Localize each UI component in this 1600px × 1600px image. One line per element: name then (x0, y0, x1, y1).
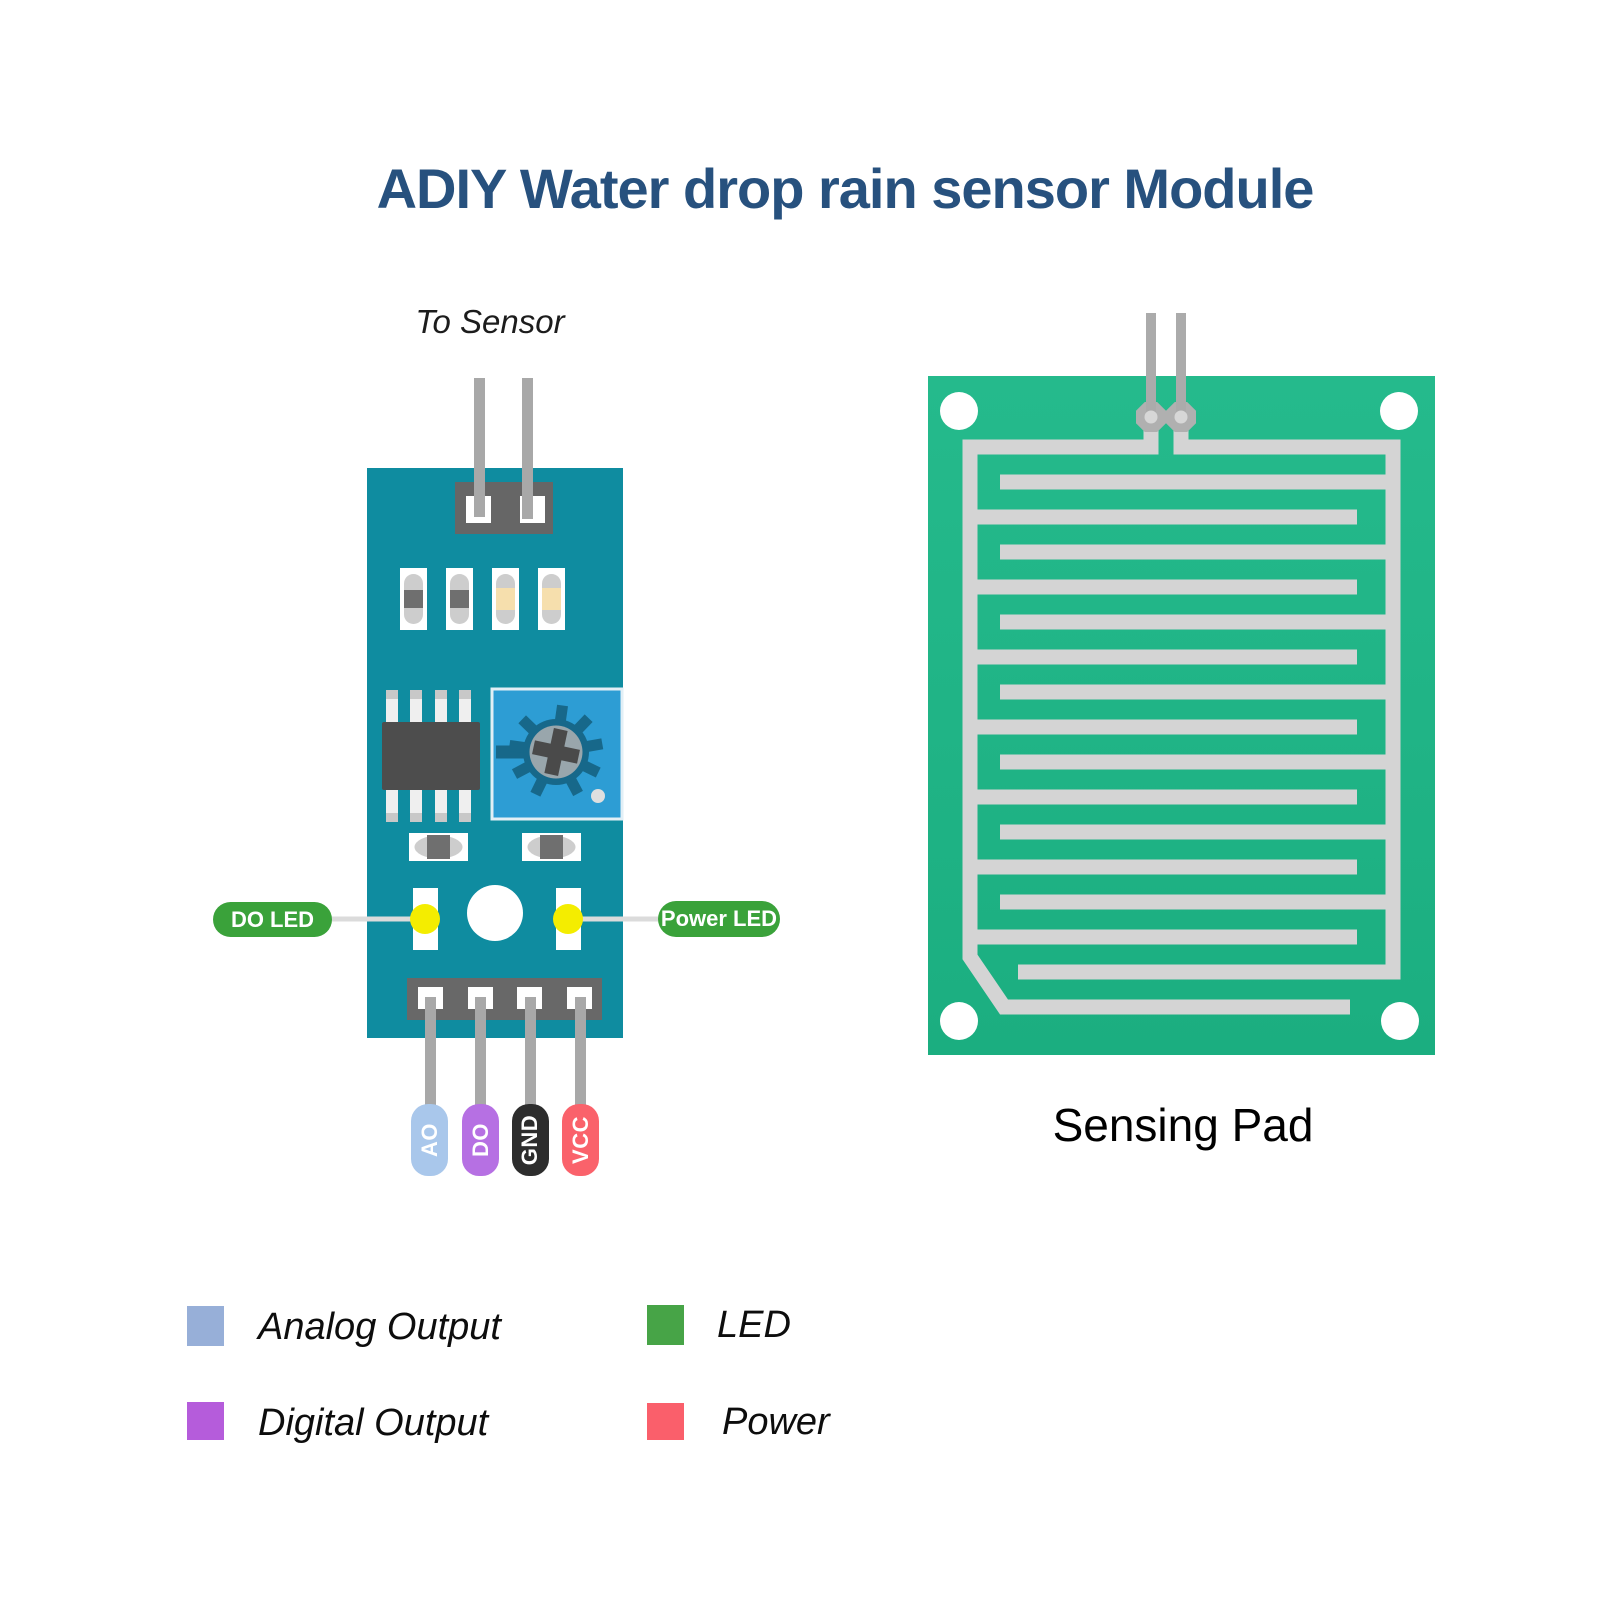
electrode-right (1000, 410, 1401, 980)
sensing-pad-board (928, 313, 1435, 1055)
power-led-callout-text: Power LED (660, 906, 778, 931)
screw-cross-slot (532, 728, 580, 776)
page-title: ADIY Water drop rain sensor Module (376, 156, 1315, 220)
pad-pin-left (1146, 313, 1156, 417)
smd-resistors (400, 568, 565, 630)
legend-swatch-power (647, 1403, 684, 1440)
pad-hole-top-right (1380, 392, 1418, 430)
legend-label-digital-output: Digital Output (258, 1402, 489, 1444)
pin-header (407, 978, 602, 1109)
pin-label-vcc: VCC (562, 1104, 599, 1176)
legend-swatch-analog-output (187, 1306, 224, 1346)
sensor-module-board (328, 378, 662, 1109)
electrode-left (962, 410, 1357, 1015)
pin-label-ao: AO (411, 1104, 448, 1176)
legend-label-analog-output: Analog Output (258, 1306, 501, 1348)
pad-hole-top-left (940, 392, 978, 430)
sensing-pad-caption: Sensing Pad (1052, 1099, 1314, 1151)
do-led-callout-text: DO LED (230, 906, 315, 932)
power-led (553, 888, 583, 950)
pin-label-do: DO (462, 1104, 499, 1176)
do-led (410, 888, 440, 950)
sensor-wire-left (474, 378, 485, 517)
potentiometer (490, 687, 624, 821)
pad-trace-electrodes (962, 410, 1401, 1015)
pad-pin-right (1176, 313, 1186, 417)
ic-chip (382, 690, 480, 822)
smd-capacitors (409, 833, 581, 861)
legend-swatch-led (647, 1305, 684, 1345)
legend-label-power: Power (722, 1401, 830, 1443)
pin-label-gnd: GND (512, 1104, 549, 1176)
mounting-hole (467, 885, 523, 941)
pad-hole-bottom-left (940, 1002, 978, 1040)
to-sensor-label: To Sensor (415, 303, 565, 340)
pad-hole-bottom-right (1381, 1002, 1419, 1040)
legend-swatch-digital-output (187, 1402, 224, 1440)
do-led-callout: DO LED (213, 902, 332, 937)
legend-label-led: LED (717, 1304, 791, 1346)
power-led-callout: Power LED (658, 901, 780, 937)
sensor-wire-right (522, 378, 533, 519)
